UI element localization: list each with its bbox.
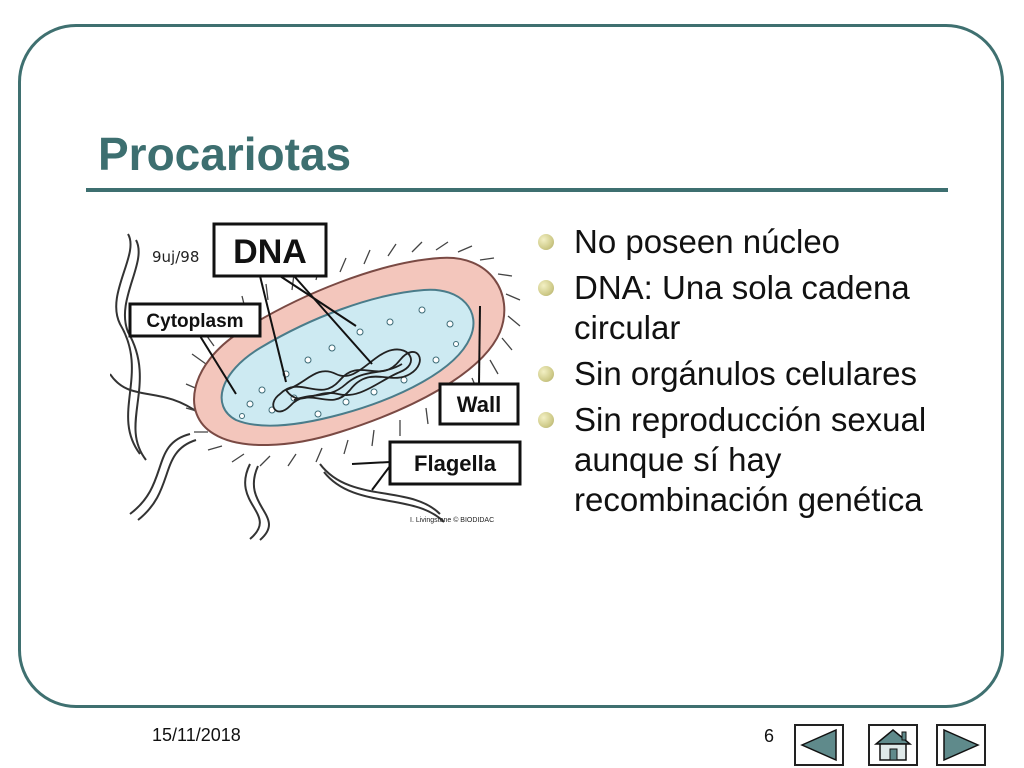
leader-lines <box>199 275 481 491</box>
slide-frame <box>18 24 1004 708</box>
bullet-dot-icon <box>538 412 554 428</box>
label-dna: DNA <box>233 233 307 271</box>
bullet-dot-icon <box>538 234 554 250</box>
bullet-item: DNA: Una sola cadena circular <box>536 268 956 348</box>
bullet-text: Sin reproducción sexual aunque sí hay re… <box>574 401 927 518</box>
bullet-item: No poseen núcleo <box>536 222 956 262</box>
handwritten-note: 9uj/98 <box>152 248 199 266</box>
image-credit: I. Livingstone © BIODIDAC <box>410 516 494 524</box>
title-underline <box>86 188 948 192</box>
bullet-list: No poseen núcleo DNA: Una sola cadena ci… <box>536 222 956 526</box>
ribosome-dots <box>239 306 459 419</box>
page-number: 6 <box>764 726 775 746</box>
flagella-strands <box>109 233 445 541</box>
bullet-dot-icon <box>538 280 554 296</box>
label-cytoplasm-box: Cytoplasm <box>128 302 262 338</box>
bullet-text: Sin orgánulos celulares <box>574 355 918 392</box>
label-flagella-box: Flagella <box>388 440 522 486</box>
cytoplasm-region <box>220 288 475 427</box>
previous-slide-button[interactable] <box>794 724 844 766</box>
label-dna-box: DNA <box>212 222 328 278</box>
bullet-text: No poseen núcleo <box>574 223 841 260</box>
label-cytoplasm: Cytoplasm <box>146 311 243 332</box>
house-icon <box>873 729 913 761</box>
label-flagella: Flagella <box>414 451 497 476</box>
bullet-item: Sin orgánulos celulares <box>536 354 956 394</box>
dna-nucleoid <box>272 348 421 413</box>
bullet-text: DNA: Una sola cadena circular <box>574 269 910 346</box>
footer-date: 15/11/2018 <box>152 725 241 745</box>
next-slide-button[interactable] <box>936 724 986 766</box>
prokaryote-illustration: DNA Cytoplasm Wall Flagella <box>109 222 522 541</box>
bullet-item: Sin reproducción sexual aunque sí hay re… <box>536 400 956 520</box>
prokaryote-diagram: DNA Cytoplasm Wall Flagella <box>109 214 530 544</box>
triangle-right-icon <box>943 728 980 762</box>
label-wall: Wall <box>457 392 501 417</box>
bullet-dot-icon <box>538 366 554 382</box>
slide-title: Procariotas <box>98 128 352 180</box>
triangle-left-icon <box>800 728 837 762</box>
label-wall-box: Wall <box>438 382 520 426</box>
home-button[interactable] <box>868 724 918 766</box>
